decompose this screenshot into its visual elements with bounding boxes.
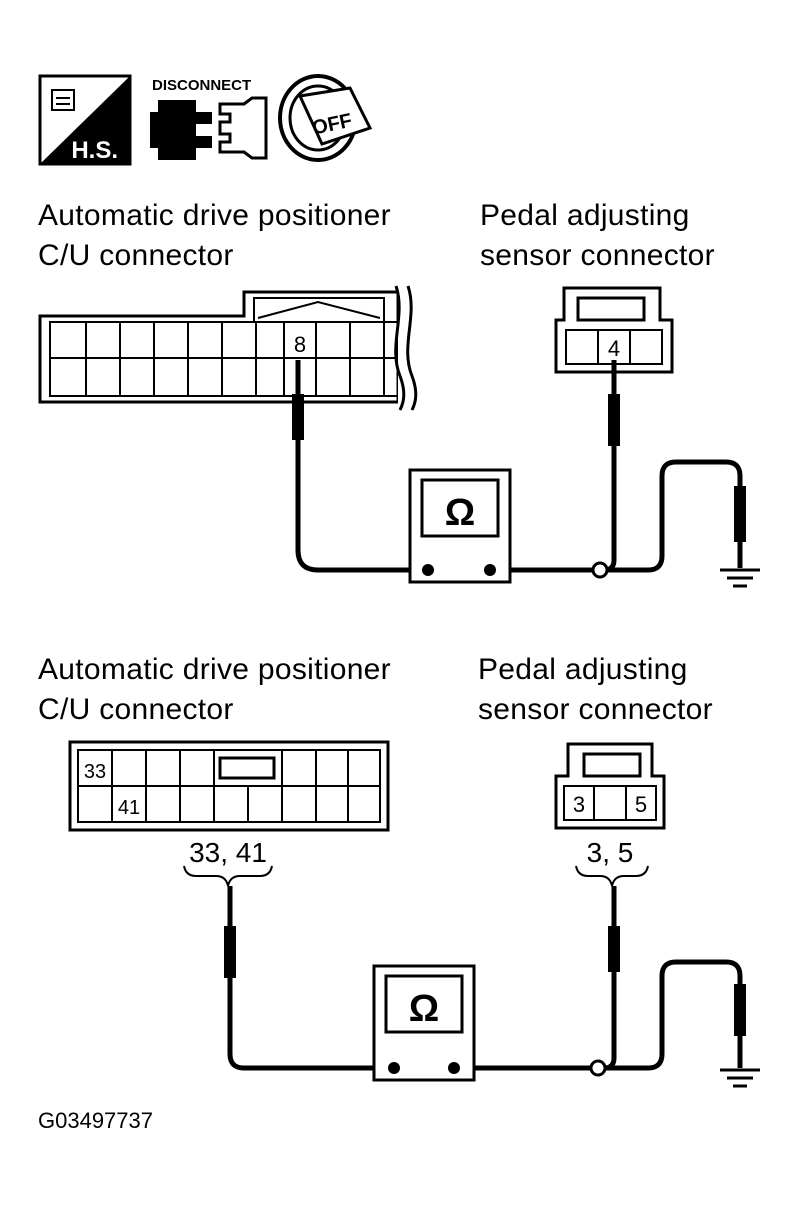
- bottom-cu-brace: [183, 865, 273, 887]
- top-cu-label-line1: Automatic drive positioner: [38, 199, 391, 232]
- bottom-cu-label-line2: C/U connector: [38, 693, 234, 726]
- top-cu-pin-8: 8: [294, 332, 306, 357]
- top-ohm-symbol: Ω: [445, 492, 475, 534]
- bottom-cu-pin-33: 33: [84, 761, 106, 783]
- bottom-probe-tips: [224, 926, 746, 1036]
- top-ohmmeter: Ω: [408, 468, 512, 584]
- bottom-sensor-pin-3: 3: [573, 792, 585, 817]
- bottom-ground-icon: [720, 1068, 760, 1088]
- disconnect-text: DISCONNECT: [152, 77, 251, 94]
- bottom-ohmmeter: Ω: [372, 964, 476, 1082]
- top-sensor-label-line2: sensor connector: [480, 239, 715, 272]
- bottom-cu-pin-41: 41: [118, 797, 140, 819]
- top-cu-connector: 8: [38, 285, 424, 411]
- bottom-sensor-pins-caption: 3, 5: [587, 837, 634, 868]
- bottom-sensor-connector-label: Pedal adjusting sensor connector: [478, 650, 713, 730]
- bottom-sensor-label-line2: sensor connector: [478, 693, 713, 726]
- ignition-off-icon: OFF: [278, 74, 373, 162]
- top-ground-icon: [720, 568, 760, 588]
- bottom-sensor-connector: 3 5: [554, 742, 666, 830]
- top-cu-connector-label: Automatic drive positioner C/U connector: [38, 196, 391, 276]
- bottom-cu-connector-label: Automatic drive positioner C/U connector: [38, 650, 391, 730]
- bottom-cu-connector: 33 41: [68, 740, 390, 832]
- bottom-ohm-symbol: Ω: [409, 988, 439, 1030]
- bottom-cu-pins-caption: 33, 41: [189, 837, 267, 868]
- bottom-wiring: [227, 886, 743, 1071]
- figure-id: G03497737: [38, 1108, 153, 1133]
- top-sensor-label-line1: Pedal adjusting: [480, 199, 690, 232]
- disconnect-icon: DISCONNECT: [150, 77, 268, 160]
- top-cu-label-line2: C/U connector: [38, 239, 234, 272]
- hs-text: H.S.: [71, 137, 118, 164]
- bottom-sensor-brace: [575, 865, 649, 887]
- bottom-cu-label-line1: Automatic drive positioner: [38, 653, 391, 686]
- bottom-sensor-pin-5: 5: [635, 792, 647, 817]
- bottom-junction: [589, 1059, 607, 1077]
- top-sensor-connector: 4: [554, 286, 674, 374]
- bottom-sensor-label-line1: Pedal adjusting: [478, 653, 688, 686]
- top-junction: [591, 561, 609, 579]
- harness-side-icon: H.S.: [38, 74, 132, 166]
- top-sensor-connector-label: Pedal adjusting sensor connector: [480, 196, 715, 276]
- top-probe-tips: [292, 394, 746, 542]
- top-sensor-pin-4: 4: [608, 336, 620, 361]
